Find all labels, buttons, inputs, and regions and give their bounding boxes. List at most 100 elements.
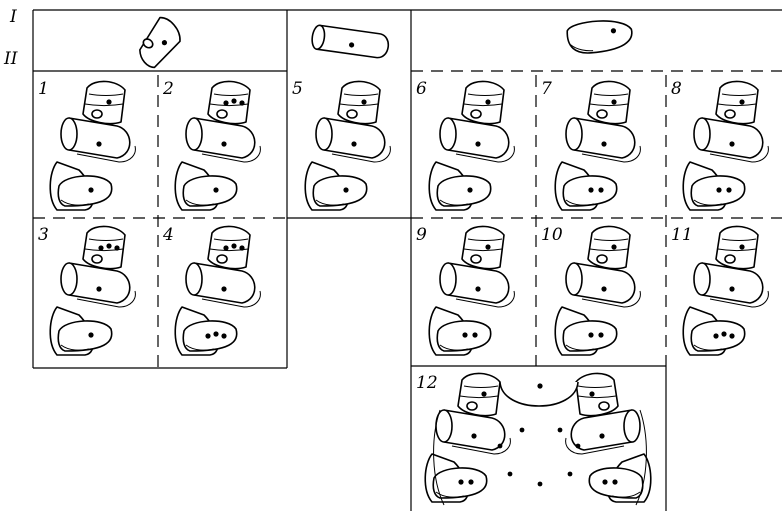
- top-dot-3: [114, 245, 120, 251]
- row-I-shape-cone: [139, 16, 181, 69]
- grid-lines: [32, 9, 782, 511]
- bot-dot-2: [472, 332, 478, 338]
- bot-dot-1: [713, 333, 719, 339]
- bot-dot-2: [721, 331, 727, 337]
- dot: [348, 42, 355, 48]
- bot-dot-1: [588, 187, 594, 193]
- central-arch: [499, 381, 579, 407]
- bot-dot-3: [221, 333, 227, 339]
- panel-10: 10: [541, 225, 641, 356]
- dot: [610, 28, 617, 34]
- body-shape: [428, 80, 515, 211]
- panel-8: 8: [671, 79, 769, 211]
- panel-label-9: 9: [416, 225, 427, 245]
- panel-3: 3: [38, 225, 136, 356]
- top-dot-1: [98, 245, 104, 251]
- top-dot-2: [106, 243, 112, 249]
- mid-dot-1: [729, 141, 735, 147]
- bot-dot-1: [205, 333, 211, 339]
- mid-dot-1: [601, 141, 607, 147]
- top-dot-1: [485, 244, 491, 250]
- mid-dot-1: [221, 141, 227, 147]
- row-I-shape-cap: [566, 20, 633, 54]
- scatter-dot-2: [557, 427, 563, 433]
- scatter-dot-1: [519, 427, 525, 433]
- row-label-I: I: [9, 7, 17, 27]
- bot-dot-2: [468, 479, 474, 485]
- panel-9: 9: [416, 225, 515, 356]
- bot-dot-1: [88, 187, 94, 193]
- top-dot-1: [485, 99, 491, 105]
- top-dot-1: [739, 244, 745, 250]
- row-label-II: II: [3, 49, 18, 69]
- panel-label-3: 3: [38, 225, 49, 245]
- top-dot-3: [239, 245, 245, 251]
- body-shape: [565, 372, 652, 503]
- body-shape: [174, 80, 261, 211]
- bot-dot-3: [729, 333, 735, 339]
- bot-dot-1: [462, 332, 468, 338]
- top-dot-1: [223, 100, 229, 106]
- panel-11: 11: [671, 225, 769, 356]
- outer-outline: [433, 409, 647, 506]
- top-dot-1: [611, 244, 617, 250]
- body-shape: [424, 372, 511, 503]
- top-dot-2: [231, 243, 237, 249]
- scatter-dot-3: [497, 443, 503, 449]
- body-shape: [682, 80, 769, 211]
- mid-dot-1: [351, 141, 357, 147]
- panel-label-10: 10: [541, 225, 563, 245]
- row-I-shape-cylinder: [311, 24, 389, 59]
- top-dot-1: [611, 99, 617, 105]
- bot-dot-1: [213, 187, 219, 193]
- panel-6: 6: [416, 79, 515, 211]
- body-shape: [49, 225, 136, 356]
- mid-dot-1: [475, 141, 481, 147]
- scatter-dot-6: [537, 481, 543, 487]
- panel-label-7: 7: [541, 79, 552, 99]
- bot-dot-2: [213, 331, 219, 337]
- panel-label-5: 5: [292, 79, 303, 99]
- body-shape: [304, 80, 391, 211]
- bot-dot-1: [716, 187, 722, 193]
- panel-label-12: 12: [416, 373, 438, 393]
- body-shape: [554, 225, 641, 356]
- panel-1: 1: [38, 79, 136, 211]
- bot-dot-1: [612, 479, 618, 485]
- body-shape: [174, 225, 261, 356]
- bot-dot-1: [458, 479, 464, 485]
- body-shape: [682, 225, 769, 356]
- mid-dot-1: [471, 433, 477, 439]
- center-dot: [537, 383, 543, 389]
- body-shape: [428, 225, 515, 356]
- mid-dot-1: [475, 286, 481, 292]
- bot-dot-1: [88, 332, 94, 338]
- top-dot-1: [361, 99, 367, 105]
- bot-dot-2: [602, 479, 608, 485]
- body-shape: [49, 80, 136, 211]
- bot-dot-2: [598, 332, 604, 338]
- panel-label-6: 6: [416, 79, 427, 99]
- panel-label-2: 2: [162, 79, 174, 99]
- body-shape: [554, 80, 641, 211]
- top-dot-3: [239, 100, 245, 106]
- mid-dot-1: [221, 286, 227, 292]
- top-dot-1: [481, 391, 487, 397]
- panel-2: 2: [162, 79, 261, 211]
- scatter-dot-5: [507, 471, 513, 477]
- mid-dot-1: [729, 286, 735, 292]
- panel-label-11: 11: [671, 225, 693, 245]
- bot-dot-2: [726, 187, 732, 193]
- bot-dot-1: [588, 332, 594, 338]
- mid-dot-1: [601, 286, 607, 292]
- panel-label-4: 4: [162, 225, 174, 245]
- panel-12: 12: [416, 372, 652, 506]
- top-dot-1: [739, 99, 745, 105]
- bot-dot-1: [343, 187, 349, 193]
- bot-dot-2: [598, 187, 604, 193]
- top-dot-2: [231, 98, 237, 104]
- panel-label-1: 1: [38, 79, 49, 99]
- panel-7: 7: [541, 79, 641, 211]
